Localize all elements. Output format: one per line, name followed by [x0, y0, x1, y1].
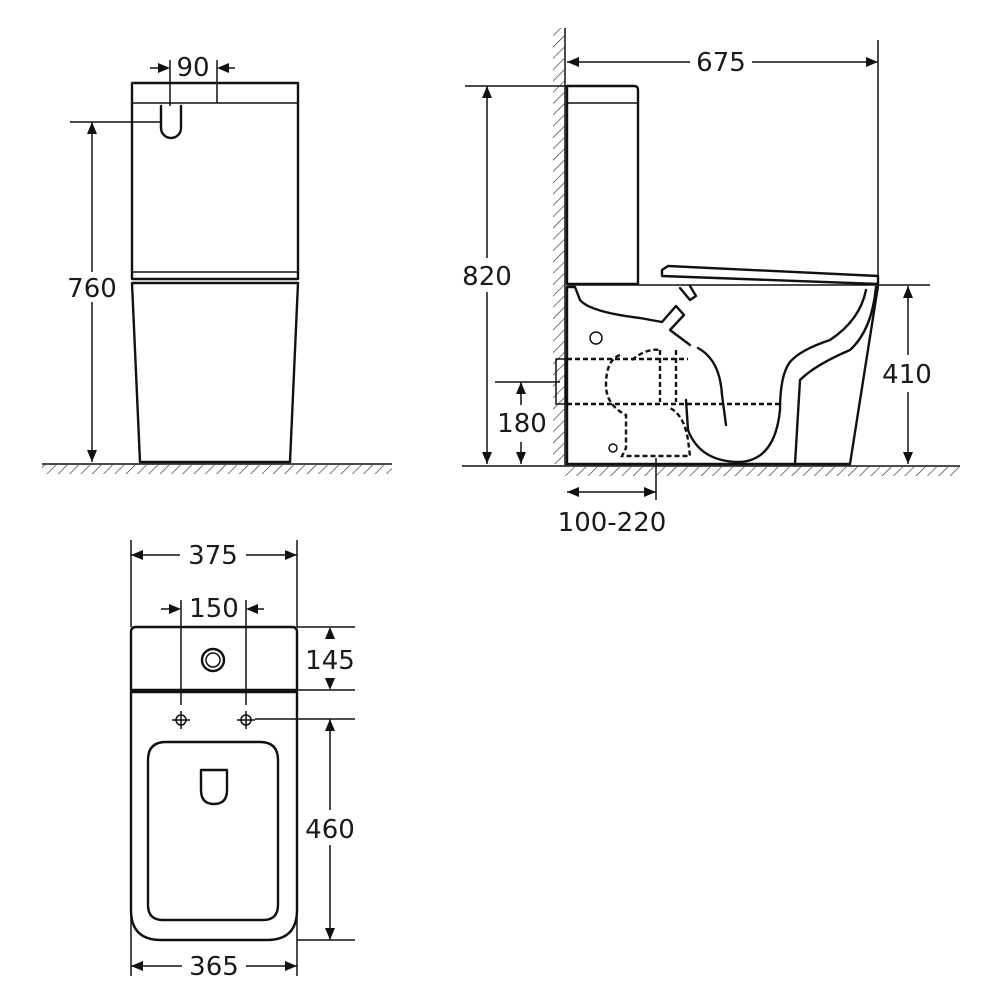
- mount-hole-left: [172, 711, 190, 729]
- arrow: [169, 604, 181, 614]
- bowl-front: [130, 281, 300, 464]
- arrow: [644, 487, 656, 497]
- arrow: [325, 719, 335, 731]
- fixing-hole: [608, 443, 618, 453]
- arrow: [246, 604, 258, 614]
- arrow: [325, 678, 335, 690]
- arrow: [158, 63, 170, 73]
- dim-side-height: 820: [462, 262, 512, 292]
- tank-top: [129, 625, 299, 692]
- dim-side-depth: 675: [696, 48, 746, 78]
- arrow: [217, 63, 229, 73]
- flush-button: [200, 647, 226, 673]
- hidden-pipe-collar: [631, 348, 678, 402]
- dim-front-outlet-offset: 90: [176, 53, 209, 83]
- dim-top-width: 375: [188, 541, 238, 571]
- arrow: [325, 627, 335, 639]
- dim-bowl-length: 460: [305, 815, 355, 845]
- dim-seat-height: 410: [882, 360, 932, 390]
- fixing-hole: [589, 331, 603, 345]
- bowl-inner-top: [565, 285, 692, 347]
- arrow: [87, 122, 97, 134]
- dim-front-height: 760: [67, 274, 117, 304]
- trapway: [684, 288, 868, 464]
- seat-outline: [146, 740, 280, 922]
- arrow: [482, 86, 492, 98]
- arrow: [482, 452, 492, 464]
- top-view: 375 150 145 460 365: [129, 540, 355, 982]
- bowl-drain: [199, 768, 229, 806]
- arrow: [866, 57, 878, 67]
- arrow: [516, 452, 526, 464]
- outlet-slot: [159, 104, 183, 140]
- arrow: [285, 961, 297, 971]
- arrow: [131, 961, 143, 971]
- hidden-outlet-pipe: [567, 353, 780, 458]
- arrow: [567, 487, 579, 497]
- mount-hole-right: [237, 711, 255, 729]
- side-view: 675 820 410 180 100-220: [462, 28, 960, 538]
- tank-front: [130, 81, 300, 281]
- front-view: 90 760: [42, 53, 392, 474]
- arrow: [325, 928, 335, 940]
- dim-tank-depth: 145: [305, 646, 355, 676]
- dim-base-width: 365: [189, 952, 239, 982]
- bowl-outer: [848, 284, 880, 466]
- arrow: [131, 550, 143, 560]
- seat-lid: [660, 264, 880, 286]
- tank-side: [565, 84, 640, 286]
- arrow: [516, 382, 526, 394]
- arrow: [903, 286, 913, 298]
- floor-hatch: [42, 465, 392, 474]
- dim-outlet-height: 180: [497, 409, 547, 439]
- arrow: [567, 57, 579, 67]
- wall-hatch: [553, 28, 565, 464]
- bowl-base-outline: [129, 690, 299, 942]
- arrow: [285, 550, 297, 560]
- trap-inner: [696, 346, 728, 427]
- dim-mount-spacing: 150: [189, 594, 239, 624]
- hinge: [678, 284, 698, 302]
- floor-hatch: [565, 467, 960, 476]
- arrow: [87, 450, 97, 462]
- bowl-front-curve: [793, 285, 878, 466]
- dim-outlet-range: 100-220: [558, 508, 667, 538]
- arrow: [903, 452, 913, 464]
